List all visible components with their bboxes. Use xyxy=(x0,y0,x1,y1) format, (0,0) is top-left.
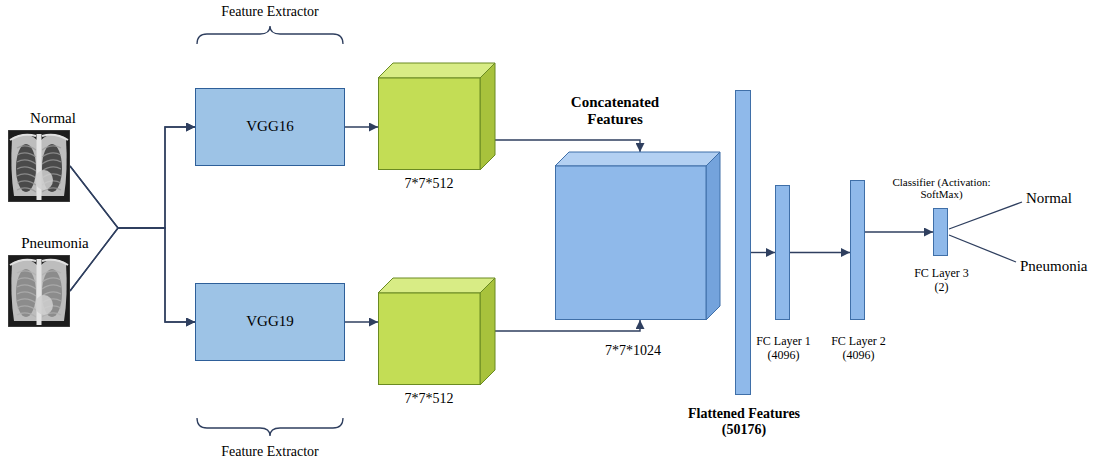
xray-image: Pneumonia xyxy=(8,255,70,327)
flatten-bar: Flattened Features (50176) xyxy=(735,90,751,395)
connector-arrow xyxy=(495,320,640,331)
class-label: Normal xyxy=(1026,190,1072,207)
dense-layer: FC Layer 2 (4096) xyxy=(850,180,865,320)
node-label: Concatenated Features xyxy=(555,94,675,129)
xray-picture xyxy=(8,130,70,202)
group-label: Feature Extractor xyxy=(221,444,319,460)
node-label: FC Layer 2 (4096) xyxy=(821,335,897,363)
block-shape xyxy=(378,278,495,385)
node-title: VGG19 xyxy=(246,313,294,330)
output-line xyxy=(949,202,1022,229)
node-label: 7*7*512 xyxy=(384,176,474,192)
node-label: Flattened Features (50176) xyxy=(677,406,812,438)
dense-layer: FC Layer 1 (4096) xyxy=(775,185,790,320)
bottom-brace xyxy=(197,418,343,436)
connector-arrow xyxy=(70,127,195,228)
group-label: Feature Extractor xyxy=(221,4,319,20)
extractor-box: VGG16 xyxy=(195,88,345,166)
feature-map-block: 7*7*512 xyxy=(378,278,495,385)
node-label: FC Layer 1 (4096) xyxy=(746,335,822,363)
connector-arrow xyxy=(751,252,775,253)
node-label: 7*7*1024 xyxy=(583,343,683,359)
node-label: FC Layer 3 (2) xyxy=(907,267,977,295)
xray-picture xyxy=(8,255,70,327)
connector-arrow xyxy=(345,126,378,127)
concat-block: Concatenated Features7*7*1024 xyxy=(555,152,720,320)
connector-arrow xyxy=(495,140,640,152)
extractor-box: VGG19 xyxy=(195,283,345,361)
node-title: VGG16 xyxy=(246,118,294,135)
class-label: Pneumonia xyxy=(1020,258,1088,275)
xray-image: Normal xyxy=(8,130,70,202)
output-line xyxy=(949,235,1016,262)
node-label: Normal xyxy=(0,110,108,127)
top-brace xyxy=(197,26,343,44)
connector-arrow xyxy=(345,321,378,322)
feature-map-block: 7*7*512 xyxy=(378,63,495,170)
output-layer: Classifier (Activation: SoftMax)FC Layer… xyxy=(933,208,948,256)
node-label: Classifier (Activation: SoftMax) xyxy=(886,176,998,201)
connector-arrow xyxy=(790,252,850,253)
connector-arrow xyxy=(865,231,933,232)
node-label: Pneumonia xyxy=(0,235,110,252)
block-shape xyxy=(555,152,720,320)
node-label: 7*7*512 xyxy=(384,391,474,407)
block-shape xyxy=(378,63,495,170)
